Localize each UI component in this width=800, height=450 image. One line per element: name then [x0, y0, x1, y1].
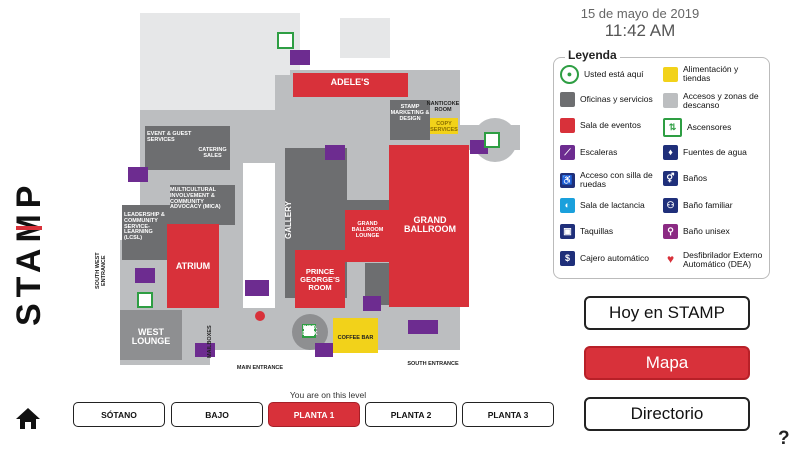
info-desk[interactable]: INFO. DESK [302, 325, 318, 337]
today-button[interactable]: Hoy en STAMP [584, 296, 750, 330]
legend-item: Alimentación y tiendas [663, 65, 763, 83]
legend-item-label: Taquillas [580, 226, 614, 236]
legend-item-label: Acceso con silla de ruedas [580, 170, 653, 189]
legend-item: ● Usted está aquí [560, 65, 658, 84]
lactation-room-icon: ◐ [560, 197, 575, 213]
room-coffee-bar[interactable]: COFFEE BAR [337, 335, 374, 341]
legend-item: ◐ Sala de lactancia [560, 197, 658, 213]
mailboxes: MAILBOXES [207, 325, 213, 358]
room-mica[interactable]: MULTICULTURAL INVOLVEMENT & COMMUNITY AD… [170, 187, 221, 211]
room-lcsl[interactable]: LEADERSHIP & COMMUNITY SERVICE-LEARNING … [124, 212, 165, 242]
legend-item: ⚲ Baño unisex [663, 224, 763, 239]
access-swatch [663, 93, 678, 108]
legend-item-label: Escaleras [580, 146, 618, 157]
legend-item: ♥ Desfibrilador Externo Automático (DEA) [663, 249, 763, 269]
room-gallery[interactable]: GALLERY [284, 201, 293, 239]
room-grand-ballroom-lounge[interactable]: GRAND BALLROOM LOUNGE [351, 221, 384, 239]
level-planta-3[interactable]: PLANTA 3 [462, 402, 554, 427]
main-entrance: MAIN ENTRANCE [236, 365, 284, 371]
room-nanticoke[interactable]: NANTICOKE ROOM [426, 101, 460, 113]
legend-item-label: Sala de eventos [580, 120, 641, 130]
room-event-guest-services[interactable]: EVENT & GUEST SERVICES [147, 131, 192, 143]
legend-item-label: Usted está aquí [584, 69, 644, 79]
legend-item: ⚇ Baño familiar [663, 197, 763, 213]
room-copy-services[interactable]: COPY SERVICES [430, 121, 458, 133]
map-button[interactable]: Mapa [584, 346, 750, 380]
directory-button[interactable]: Directorio [584, 397, 750, 431]
current-time: 11:42 AM [604, 21, 676, 40]
legend-item-label: Oficinas y servicios [580, 93, 653, 104]
brand-logo: STAMP [8, 130, 48, 330]
help-button[interactable]: ? [778, 428, 790, 449]
aed-icon: ♥ [666, 252, 675, 266]
legend-title: Leyenda [565, 48, 620, 62]
offices-swatch [560, 91, 575, 107]
legend-item-label: Fuentes de agua [683, 146, 747, 157]
room-stamp-marketing[interactable]: STAMP MARKETING & DESIGN [390, 104, 430, 122]
legend-item-label: Baño unisex [683, 226, 730, 236]
room-prince-georges[interactable]: PRINCE GEORGE'S ROOM [300, 267, 340, 292]
south-west-entrance: SOUTH WEST ENTRANCE [95, 252, 107, 290]
brand-text: STAMP [10, 180, 48, 326]
family-restroom-icon: ⚇ [663, 197, 678, 213]
south-entrance: SOUTH ENTRANCE [407, 361, 459, 367]
food-shops-swatch [663, 66, 678, 82]
legend-item: Accesos y zonas de descanso [663, 90, 763, 110]
legend-item: ⇅ Ascensores [663, 118, 763, 137]
room-adeles[interactable]: ADELE'S [330, 77, 370, 87]
lockers-icon: ▣ [560, 224, 575, 239]
room-west-lounge[interactable]: WEST LOUNGE [131, 327, 171, 347]
restrooms-icon: ⚥ [663, 171, 678, 186]
legend-item: ▣ Taquillas [560, 224, 658, 239]
legend-item-label: Accesos y zonas de descanso [683, 90, 759, 110]
legend-item: $ Cajero automático [560, 250, 658, 266]
room-grand-ballroom[interactable]: GRAND BALLROOM [404, 215, 456, 235]
event-hall-swatch [560, 118, 575, 133]
legend-item-label: Ascensores [687, 122, 732, 132]
level-planta-2[interactable]: PLANTA 2 [365, 402, 457, 427]
legend-panel [553, 57, 770, 279]
location-pin-icon: ● [560, 65, 579, 84]
floor-map[interactable]: ADELE'S EVENT & GUEST SERVICES CATERING … [95, 10, 545, 390]
legend-item: ⚥ Baños [663, 171, 763, 186]
level-hint: You are on this level [289, 390, 367, 400]
elevator-icon: ⇅ [663, 118, 682, 137]
legend-item: Sala de eventos [560, 118, 658, 133]
legend-item-label: Desfibrilador Externo Automático (DEA) [683, 249, 763, 269]
legend-item-label: Alimentación y tiendas [683, 64, 739, 83]
room-catering-sales[interactable]: CATERING SALES [198, 147, 227, 159]
legend-item-label: Cajero automático [580, 252, 649, 263]
home-icon[interactable] [15, 406, 41, 430]
room-atrium[interactable]: ATRIUM [175, 261, 211, 271]
legend-item-label: Baños [683, 173, 708, 183]
atm-icon: $ [560, 250, 575, 266]
water-fountain-icon: ♦ [663, 144, 678, 160]
wheelchair-icon: ♿ [560, 172, 575, 188]
stairs-icon: ⟋ [560, 144, 575, 160]
current-date: 15 de mayo de 2019 [580, 6, 700, 21]
legend-item-label: Sala de lactancia [580, 199, 645, 210]
level-bajo[interactable]: BAJO [171, 402, 263, 427]
legend-item: ⟋ Escaleras [560, 144, 658, 160]
level-sotano[interactable]: SÓTANO [73, 402, 165, 427]
legend-item: ♦ Fuentes de agua [663, 144, 763, 160]
legend-item-label: Baño familiar [683, 199, 733, 210]
level-planta-1[interactable]: PLANTA 1 [268, 402, 360, 427]
legend-item: Oficinas y servicios [560, 91, 658, 107]
legend-item: ♿ Acceso con silla de ruedas [560, 171, 658, 189]
unisex-restroom-icon: ⚲ [663, 224, 678, 239]
